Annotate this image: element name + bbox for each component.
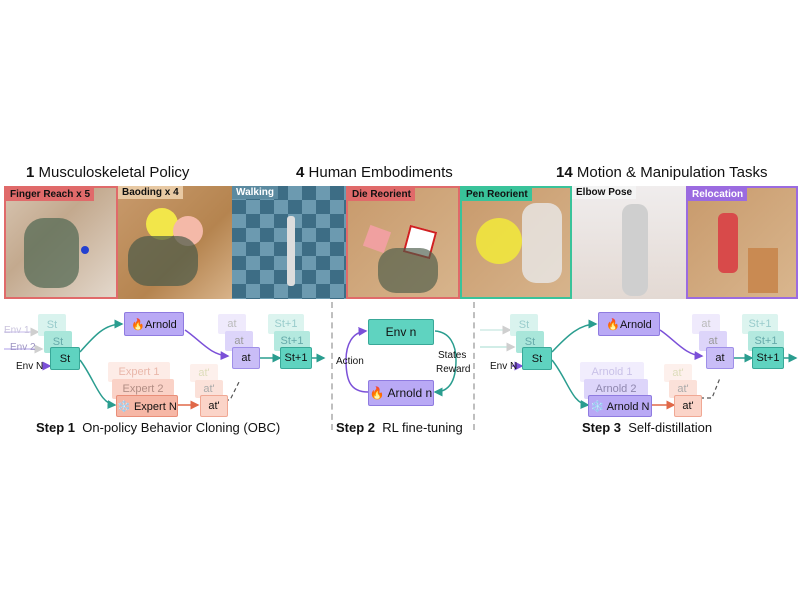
panel-walking: Walking <box>232 186 346 299</box>
embodiments-header: 4 Human Embodiments <box>296 164 453 181</box>
action-box-ghost-2: at <box>699 331 727 351</box>
muscle-arm <box>718 213 738 273</box>
arnoldN-box: ❄️ Arnold N <box>588 395 652 417</box>
panel-elbow-pose: Elbow Pose <box>572 186 686 299</box>
next-state-ghost-2: St+1 <box>748 331 784 351</box>
panel-label: Pen Reorient <box>462 188 532 201</box>
panel-pen-reorient: Pen Reorient <box>460 186 572 299</box>
state-box: St <box>50 347 80 370</box>
next-state-ghost-1: St+1 <box>268 314 304 334</box>
env-n-box: Env n <box>368 319 434 345</box>
state-box-ghost-1: St <box>510 314 538 336</box>
expert1-box: Expert 1 <box>108 362 170 382</box>
expert-action-ghost-1: at' <box>190 364 218 382</box>
action-box: at <box>232 347 260 369</box>
step1-caption: Step 1 On-policy Behavior Cloning (OBC) <box>36 420 281 435</box>
action-box-ghost-2: at <box>225 331 253 351</box>
next-state-ghost-1: St+1 <box>742 314 778 334</box>
expert-action-box: at' <box>200 395 228 417</box>
panel-label: Walking <box>232 186 278 199</box>
env1-label: Env 1 <box>4 325 30 336</box>
distill-action-ghost-2: at' <box>669 380 697 398</box>
divider-2 <box>473 302 475 430</box>
next-state-ghost-2: St+1 <box>274 331 310 351</box>
panel-relocation: Relocation <box>686 186 798 299</box>
pen-target-sphere <box>476 218 522 264</box>
box-object <box>748 248 778 293</box>
tasks-header: 14 Motion & Manipulation Tasks <box>556 164 768 181</box>
reward-label: Reward <box>436 364 471 375</box>
distill-action-ghost-1: at' <box>664 364 692 382</box>
baoding-ball-yellow <box>146 208 178 240</box>
arnold-n-box: 🔥 Arnold n <box>368 380 434 406</box>
expert2-box: Expert 2 <box>112 379 174 399</box>
step3-caption: Step 3 Self-distillation <box>582 420 713 435</box>
walking-skeleton <box>287 216 295 286</box>
envN-label-3: Env N <box>490 361 518 372</box>
envN-label: Env N <box>16 361 44 372</box>
panel-finger-reach: Finger Reach x 5 <box>4 186 118 299</box>
arnold-box-3: 🔥Arnold <box>598 312 660 336</box>
target-dot <box>81 246 89 254</box>
skeleton-hand-image <box>128 236 198 286</box>
divider-1 <box>331 302 333 430</box>
arnold-box: 🔥Arnold <box>124 312 184 336</box>
expert-action-ghost-2: at' <box>195 380 223 398</box>
panel-label: Baoding x 4 <box>118 186 183 199</box>
distill-action-box: at' <box>674 395 702 417</box>
skeleton-torso <box>522 203 562 283</box>
action-box-ghost-1: at <box>692 314 720 334</box>
skeleton-hand-image <box>24 218 79 288</box>
next-state-box: St+1 <box>280 347 312 369</box>
panel-die-reorient: Die Reorient <box>346 186 460 299</box>
env2-label: Env 2 <box>10 342 36 353</box>
panel-baoding: Baoding x 4 <box>118 186 232 299</box>
policy-header: 1 Musculoskeletal Policy <box>26 164 190 181</box>
step2-caption: Step 2 RL fine-tuning <box>336 420 463 435</box>
panel-label: Relocation <box>688 188 748 201</box>
panel-label: Elbow Pose <box>572 186 637 199</box>
skeleton-hand-image <box>378 248 438 293</box>
states-label: States <box>438 350 467 361</box>
arnold2-box: Arnold 2 <box>584 379 648 399</box>
state-box-ghost-1: St <box>38 314 66 336</box>
action-box-ghost-1: at <box>218 314 246 334</box>
action-label: Action <box>336 356 364 367</box>
next-state-box-3: St+1 <box>752 347 784 369</box>
state-box-3: St <box>522 347 552 370</box>
panel-label: Die Reorient <box>348 188 415 201</box>
expertN-box: ❄️ Expert N <box>116 395 178 417</box>
panel-label: Finger Reach x 5 <box>6 188 95 201</box>
standing-skeleton <box>622 204 648 296</box>
action-box-3: at <box>706 347 734 369</box>
arnold1-box: Arnold 1 <box>580 362 644 382</box>
